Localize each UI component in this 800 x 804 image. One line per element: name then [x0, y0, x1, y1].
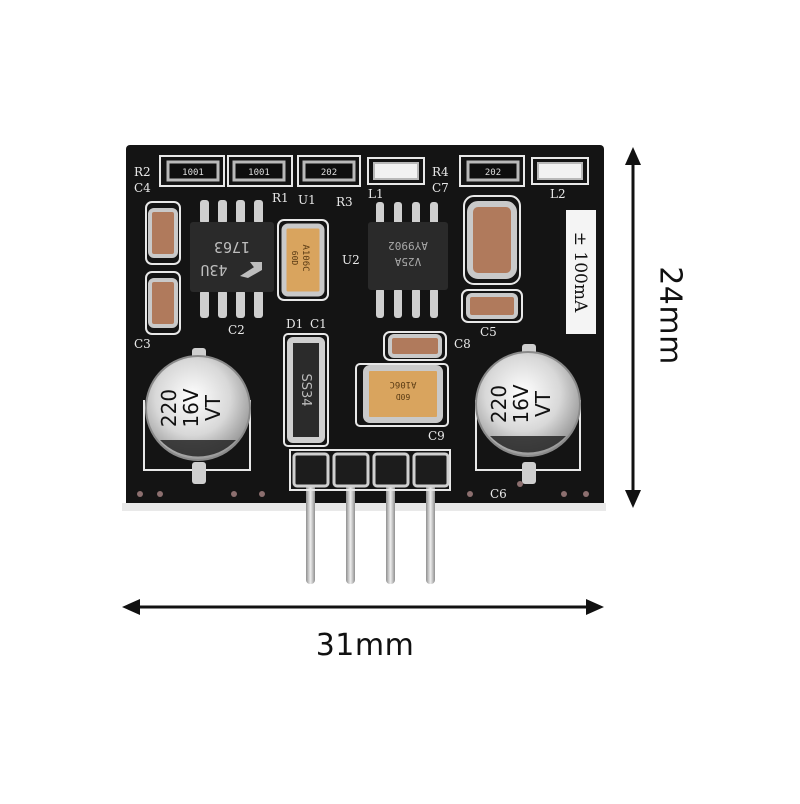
left-cap-value: 220	[157, 389, 181, 427]
tantalum-u1-line1: A106C	[300, 244, 310, 271]
designators: R2 C4 R1 U1 R3 L1 R4 C7 L2 U2 C3 C2 D1 C…	[134, 165, 566, 501]
u2-marking-line1: AY9902	[388, 239, 428, 252]
output-current-label: ± 100mA	[570, 232, 590, 313]
resistor-r1: 1001	[227, 155, 293, 187]
right-cap-voltage: 16V	[509, 384, 533, 423]
pin-3	[386, 462, 395, 584]
label-c2: C2	[228, 323, 245, 337]
capacitor-c5	[461, 289, 523, 323]
pin-1	[306, 462, 315, 584]
ic-u2: AY9902 V25A	[368, 202, 448, 318]
double-arrow-vertical-icon	[625, 147, 641, 508]
label-c3: C3	[134, 337, 151, 351]
ic-u1: 1763 43U	[190, 200, 274, 318]
label-r1: R1	[272, 191, 289, 205]
tantalum-cap-u1: A106C 60D	[277, 219, 329, 301]
resistor-r2: 1001	[159, 155, 225, 187]
u1-marking-line2: 43U	[200, 261, 227, 279]
resistor-r4: 202	[459, 155, 525, 187]
label-r3: R3	[336, 195, 353, 209]
label-c8: C8	[454, 337, 471, 351]
tantalum-cap-c9: A106C 60D	[355, 363, 449, 427]
label-l2: L2	[550, 187, 566, 201]
left-cap-voltage: 16V	[179, 388, 203, 427]
width-dimension-label: 31mm	[315, 628, 415, 663]
pin-header	[289, 449, 451, 491]
label-c6: C6	[490, 487, 507, 501]
height-dimension-label: 24mm	[652, 266, 688, 365]
tantalum-d1-line2: 60D	[396, 392, 411, 401]
label-c1: C1	[310, 317, 327, 331]
led-l2	[531, 157, 589, 185]
electrolytic-cap-left: 220 16V VT	[143, 348, 251, 484]
label-l1: L1	[368, 187, 384, 201]
diode-marking: SS34	[298, 373, 313, 406]
capacitor-c8	[383, 331, 447, 361]
capacitor-c7	[463, 195, 521, 285]
left-cap-series: VT	[201, 394, 225, 421]
diode-d1: SS34	[283, 333, 329, 447]
label-c5: C5	[480, 325, 497, 339]
r3-code: 202	[321, 168, 337, 178]
vias	[137, 481, 589, 497]
header-pins	[306, 462, 435, 584]
resistor-r3: 202	[297, 155, 361, 187]
electrolytic-cap-right: 220 16V VT	[475, 344, 581, 484]
pcb-edge	[122, 503, 606, 511]
tantalum-d1-line1: A106C	[389, 379, 416, 389]
u1-marking-line1: 1763	[214, 238, 250, 256]
right-cap-value: 220	[487, 385, 511, 423]
capacitor-c3	[145, 271, 181, 335]
label-r4: R4	[432, 165, 449, 179]
tantalum-u1-line2: 60D	[290, 251, 299, 266]
r2-code: 1001	[182, 168, 204, 178]
label-c7: C7	[432, 181, 449, 195]
label-u1: U1	[298, 193, 316, 207]
capacitor-c4	[145, 201, 181, 265]
u2-marking-line2: V25A	[394, 255, 421, 268]
pin-2	[346, 462, 355, 584]
right-cap-series: VT	[531, 390, 555, 417]
r1-code: 1001	[248, 168, 270, 178]
label-c4: C4	[134, 181, 151, 195]
lt-logo-icon	[240, 262, 262, 278]
pin-4	[426, 462, 435, 584]
r4-code: 202	[485, 168, 501, 178]
output-label-box: ± 100mA	[566, 210, 596, 334]
led-l1	[367, 157, 425, 185]
label-d1: D1	[286, 317, 303, 331]
label-r2: R2	[134, 165, 151, 179]
double-arrow-horizontal-icon	[122, 599, 604, 615]
label-u2: U2	[342, 253, 360, 267]
label-c9: C9	[428, 429, 445, 443]
